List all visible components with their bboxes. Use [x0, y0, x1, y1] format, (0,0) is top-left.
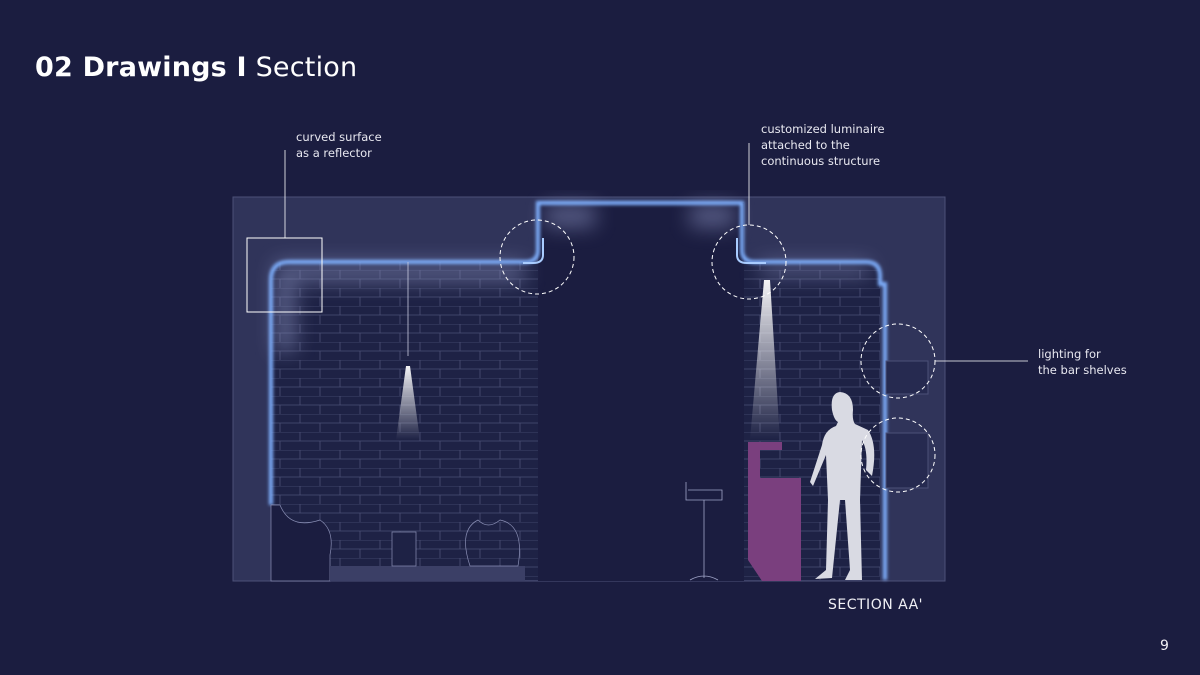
pendant-light-beam — [396, 366, 420, 440]
page-title: 02 Drawings I Section — [35, 52, 357, 83]
central-void — [538, 203, 744, 581]
annotation-line: the bar shelves — [1038, 363, 1127, 377]
continuous-light-strip — [269, 201, 887, 580]
title-bold: 02 Drawings I — [35, 52, 247, 83]
annotation-line: customized luminaire — [761, 122, 885, 136]
side-table — [391, 531, 417, 567]
annotation-shelves: lighting for the bar shelves — [1038, 346, 1127, 378]
ceiling-glow — [275, 205, 870, 352]
armchair — [465, 519, 520, 567]
luminaire-right — [736, 238, 766, 264]
bench — [330, 566, 525, 581]
section-caption: SECTION AA' — [828, 597, 924, 613]
luminaire-left — [523, 238, 544, 264]
luminaire-beam — [750, 280, 780, 440]
luminaire-right-marker — [711, 224, 787, 300]
bar-stool — [685, 482, 723, 581]
bar-shelf-upper — [885, 360, 929, 395]
annotation-reflector: curved surface as a reflector — [296, 129, 382, 161]
sofa — [270, 504, 332, 582]
annotation-luminaire: customized luminaire attached to the con… — [761, 121, 885, 169]
title-light: Section — [255, 52, 358, 83]
bar-shelf-lower — [885, 432, 929, 489]
annotation-line: continuous structure — [761, 154, 881, 168]
annotation-line: as a reflector — [296, 146, 372, 160]
annotation-line: lighting for — [1038, 347, 1101, 361]
person-silhouette — [810, 392, 875, 580]
annotation-line: curved surface — [296, 130, 382, 144]
reflector-marker — [246, 237, 323, 313]
luminaire-left-marker — [499, 219, 575, 295]
annotation-line: attached to the — [761, 138, 850, 152]
shelf-light-marker-lower — [860, 417, 936, 493]
bar-counter — [748, 442, 801, 581]
page-number: 9 — [1160, 638, 1169, 654]
